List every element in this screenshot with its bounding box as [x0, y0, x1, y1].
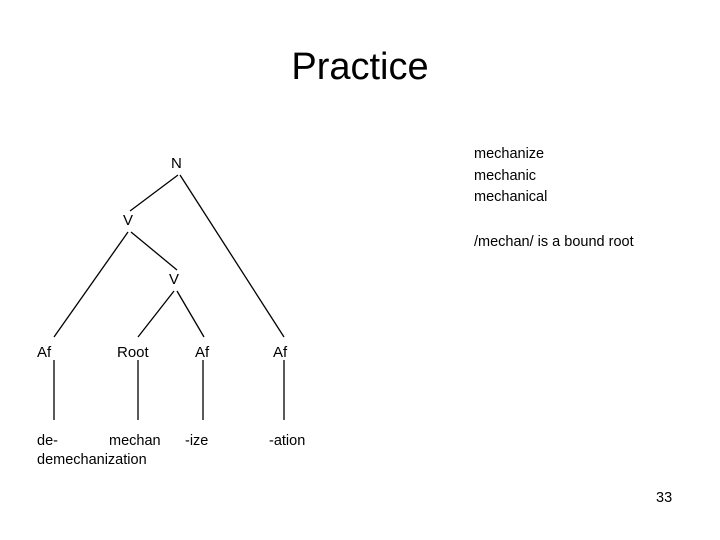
tree-node-v-middle: V [123, 212, 134, 229]
bound-root-note: /mechan/ is a bound root [474, 234, 634, 250]
branch-n-to-af3 [179, 174, 285, 338]
example-word-3: mechanical [474, 189, 548, 205]
tree-node-v-lower: V [169, 271, 180, 288]
branch-n-to-v [129, 174, 179, 212]
morpheme-prefix: de- [37, 433, 58, 449]
examples-list: mechanize mechanic mechanical [474, 144, 547, 209]
morpheme-root: mechan [109, 433, 161, 449]
branch-v-to-lowv [130, 231, 178, 271]
morpheme-suffix-1: -ize [185, 433, 209, 449]
tree-node-n: N [171, 155, 182, 172]
page-number: 33 [656, 490, 673, 506]
tree-node-af-prefix: Af [37, 344, 52, 361]
branch-v-to-af1 [53, 231, 129, 338]
morpheme-suffix-2: -ation [269, 433, 306, 449]
branch-lowv-to-root [137, 290, 175, 338]
tree-node-af-suffix-1: Af [195, 344, 210, 361]
page-title: Practice [291, 46, 429, 88]
tree-node-root: Root [117, 344, 149, 361]
whole-word-label: demechanization [37, 452, 147, 468]
branch-lowv-to-af2 [176, 290, 205, 338]
example-word-2: mechanic [474, 167, 537, 184]
example-word-1: mechanize [474, 146, 545, 162]
tree-node-af-suffix-2: Af [273, 344, 288, 361]
